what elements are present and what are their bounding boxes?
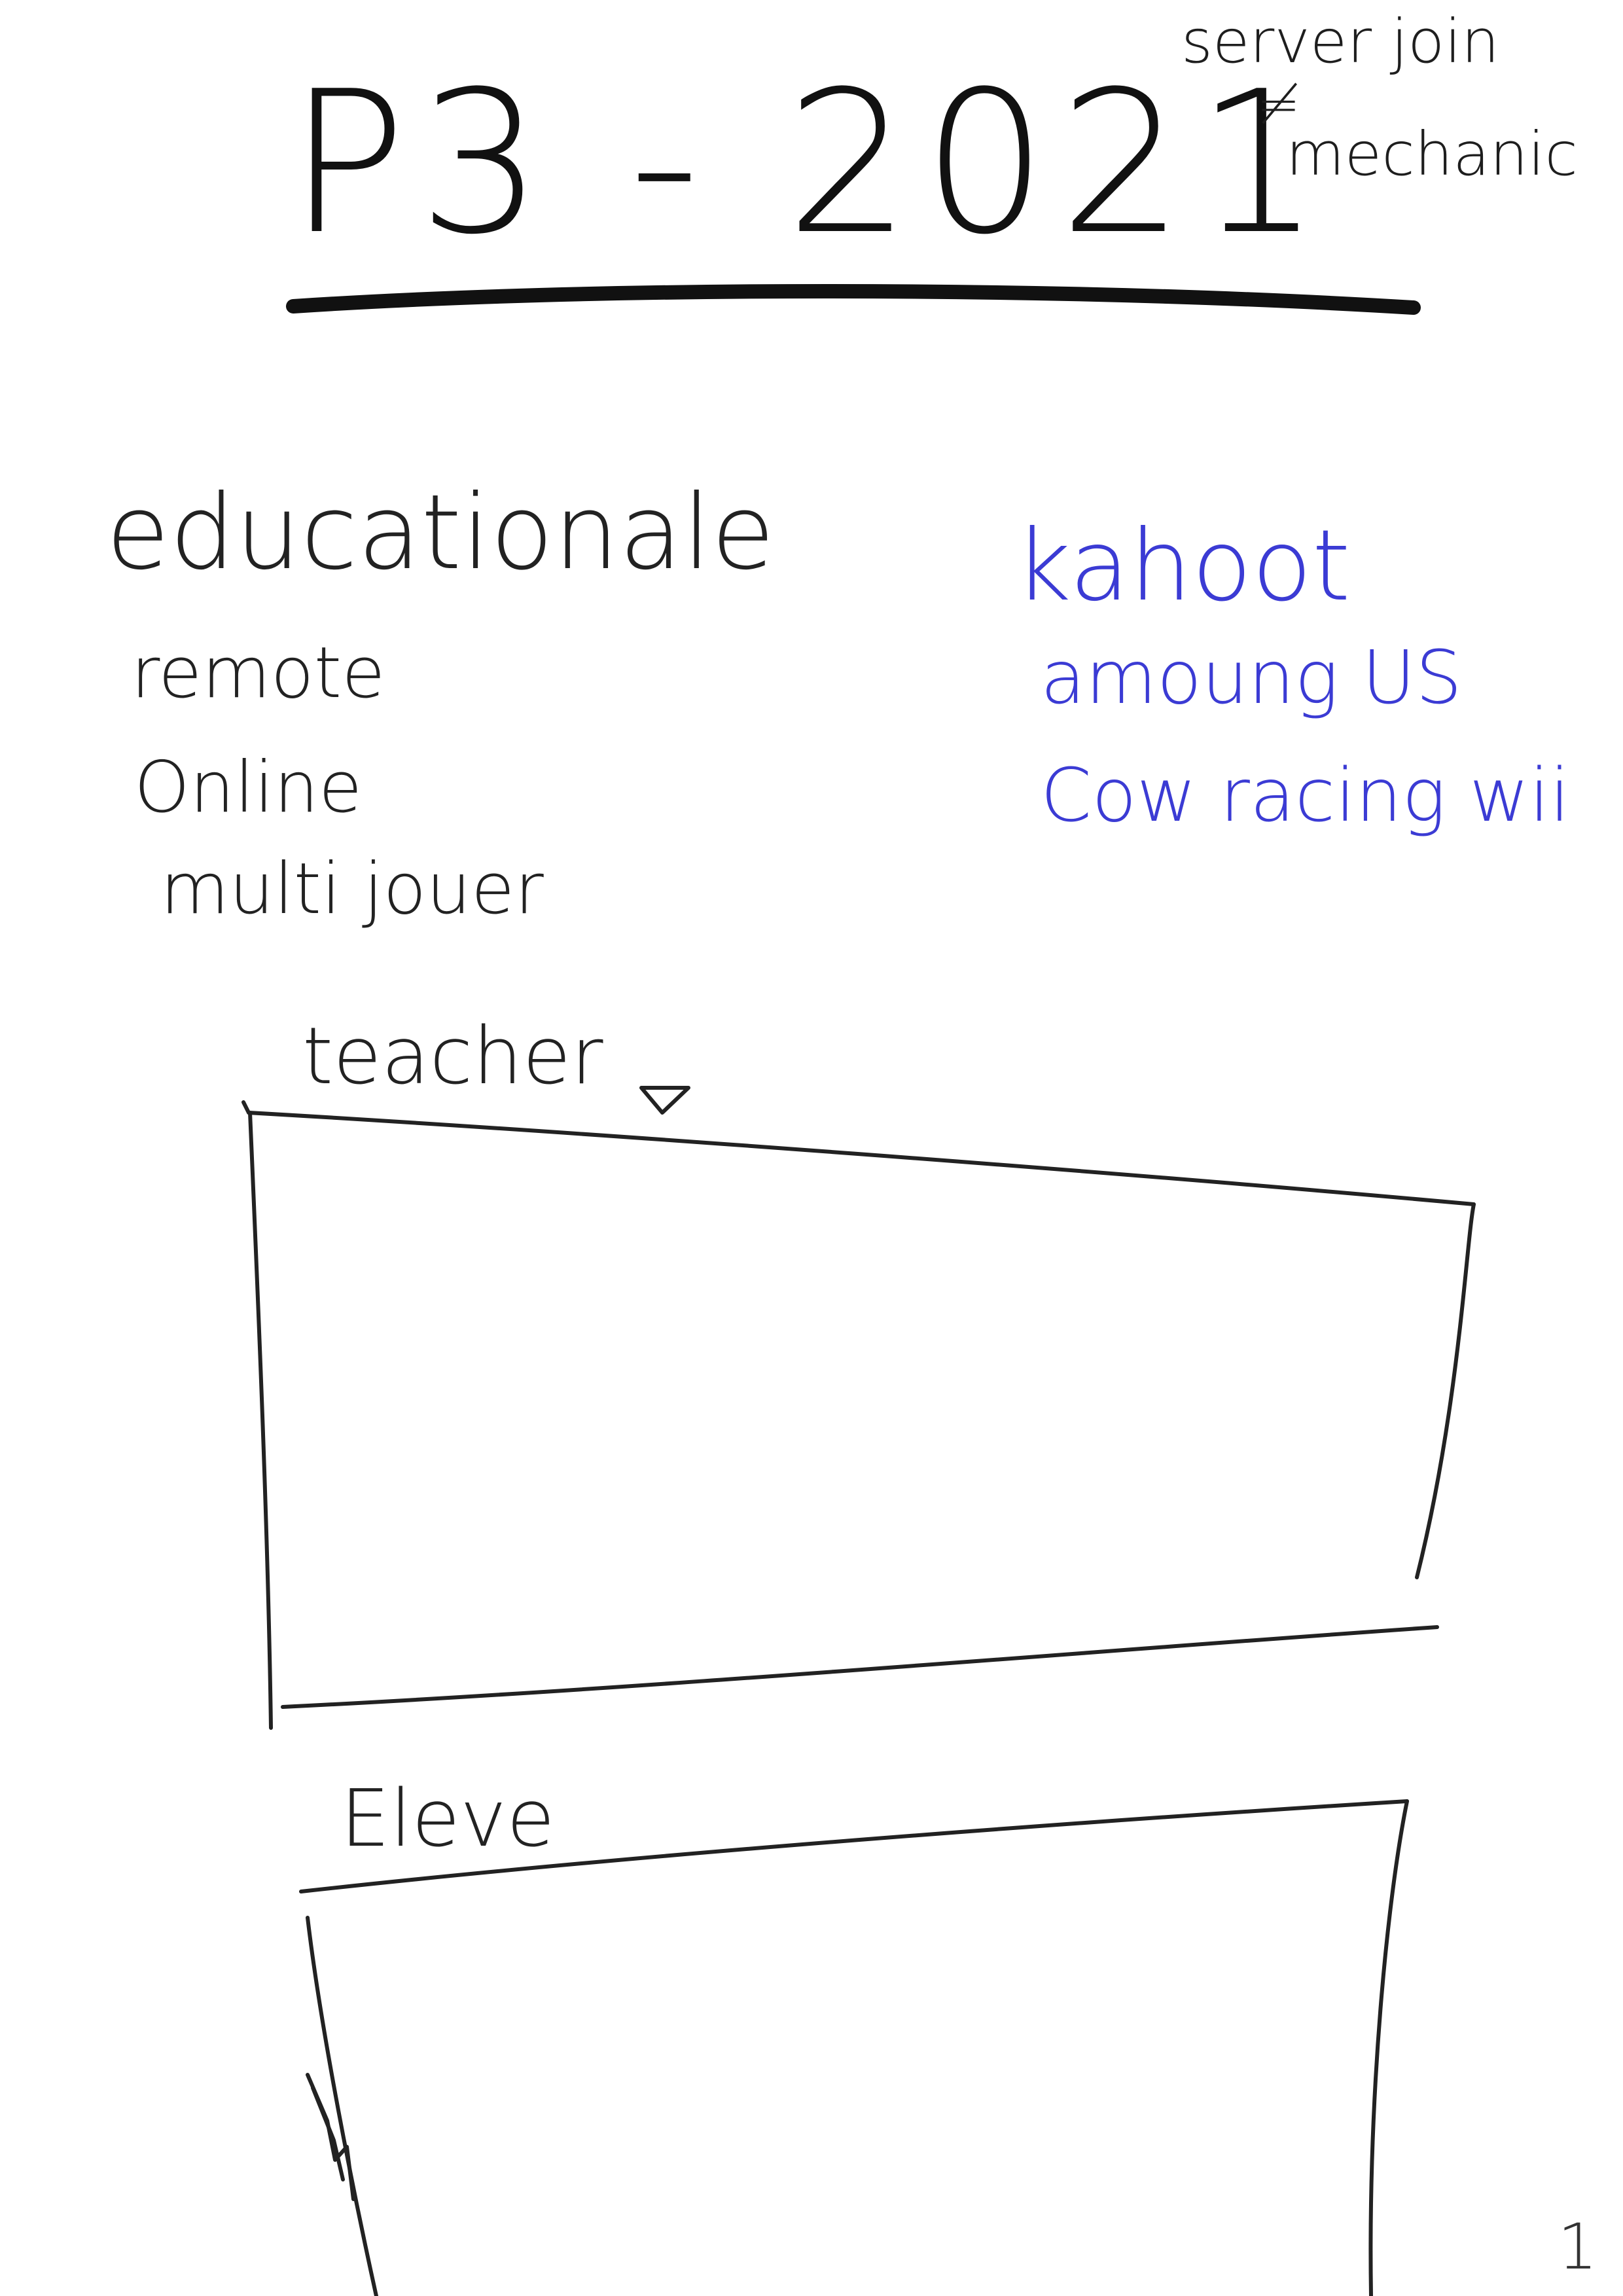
eleve-label: Eleve — [340, 1774, 555, 1865]
feature-item: Online — [134, 747, 363, 829]
page-number: 1 — [1558, 2210, 1598, 2284]
note-not-equal-symbol: ≠ — [1257, 74, 1301, 135]
feature-item: multi jouer — [160, 848, 544, 930]
teacher-box — [241, 1100, 1476, 1730]
page-title: P3 - 2021 — [288, 49, 1333, 278]
reference-heading: kahoot — [1014, 509, 1351, 623]
teacher-arrow-icon — [639, 1086, 690, 1115]
feature-item: remote — [131, 632, 385, 714]
reference-item: amoung US — [1041, 636, 1463, 721]
teacher-label: teacher — [302, 1011, 603, 1102]
title-underline — [286, 284, 1421, 315]
eleve-box — [299, 1799, 1409, 2296]
note-server-join: server join — [1181, 7, 1500, 77]
reference-item: Cow racing wii — [1041, 753, 1570, 838]
features-heading: educationale — [106, 473, 775, 593]
note-mechanic: mechanic — [1286, 119, 1578, 189]
